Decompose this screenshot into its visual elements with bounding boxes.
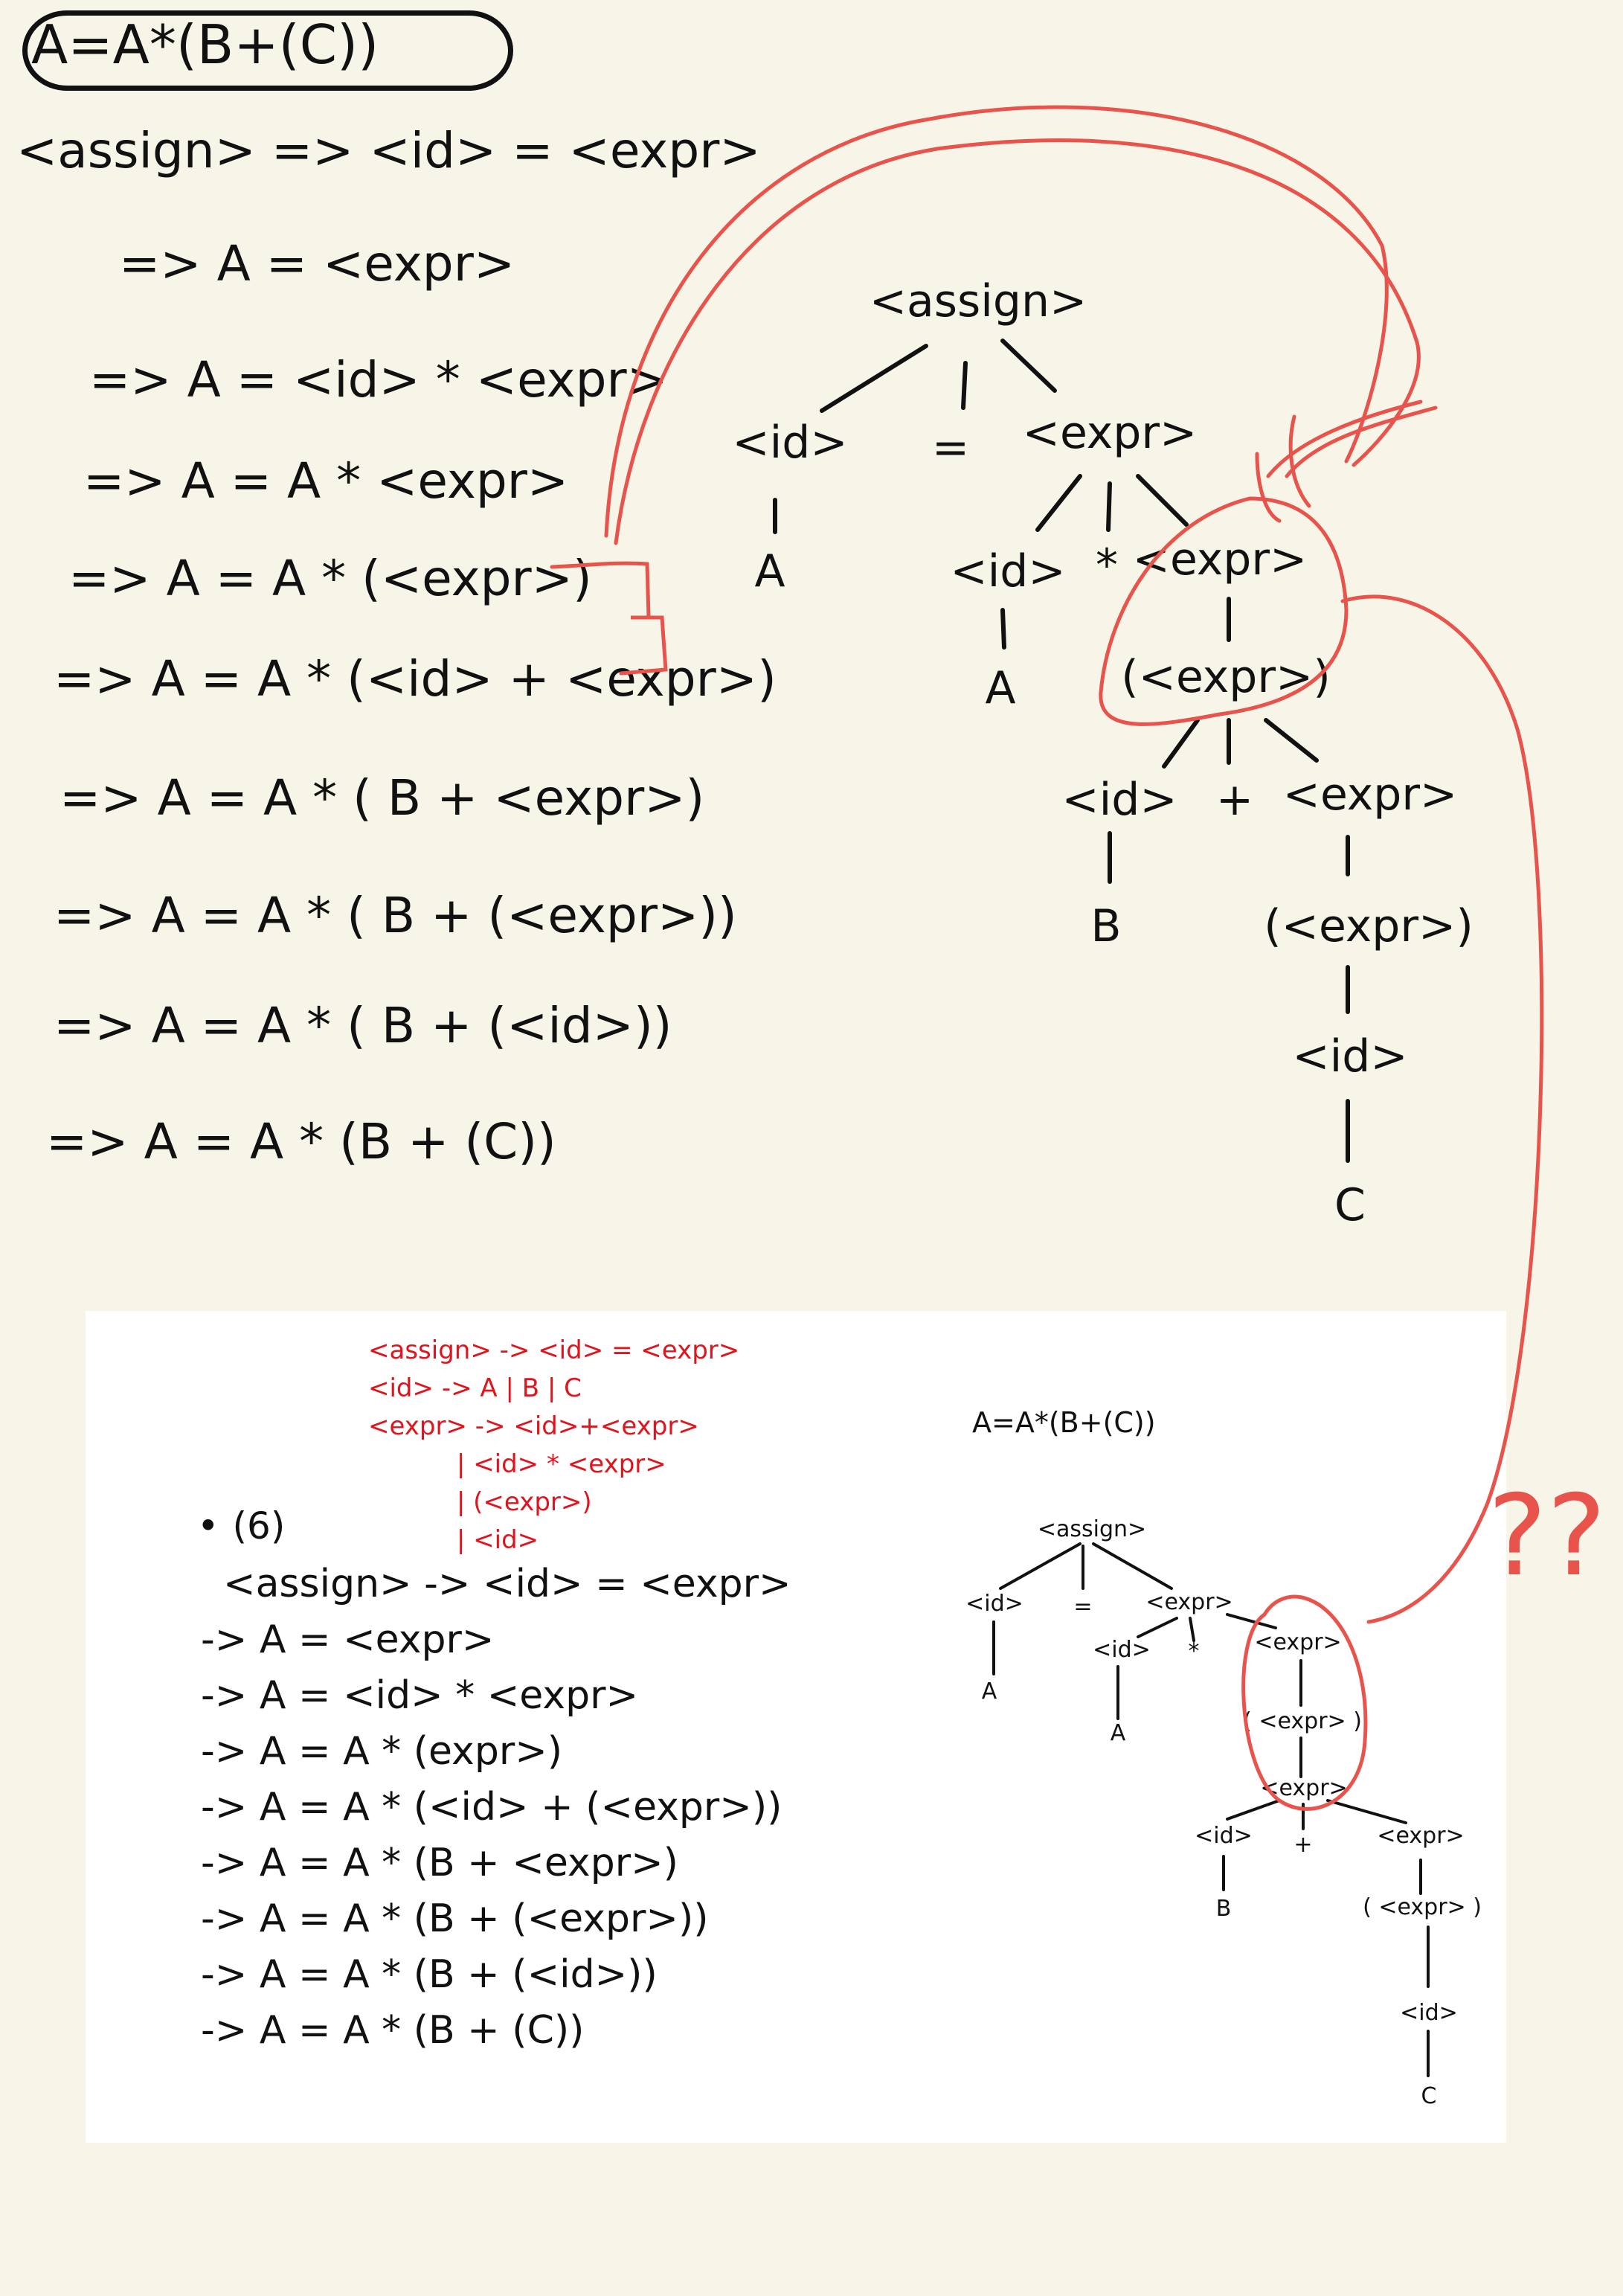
slide-tree-id4: <id> bbox=[1400, 2000, 1458, 2026]
slide-tree-id2: <id> bbox=[1093, 1637, 1151, 1663]
derivation-line: -> A = A * (expr>) bbox=[201, 1729, 563, 1774]
derivation-line: -> A = A * (B + (<id>)) bbox=[201, 1952, 658, 1997]
tree-node-paren-expr2: (<expr>) bbox=[1264, 900, 1473, 952]
problem-number: (6) bbox=[232, 1504, 286, 1548]
typed-derivation: <assign> -> <id> = <expr> -> A = <expr> ->… bbox=[201, 1556, 791, 2059]
handwritten-step-1: <assign> => <id> = <expr> bbox=[16, 122, 761, 179]
handwritten-title: A=A*(B+(C)) bbox=[31, 13, 379, 76]
handwritten-step-9: => A = A * ( B + (<id>)) bbox=[54, 997, 672, 1054]
slide-tree-assign: <assign> bbox=[1037, 1516, 1147, 1542]
handwritten-step-3: => A = <id> * <expr> bbox=[89, 351, 668, 408]
problem-heading: • (6) bbox=[197, 1504, 285, 1548]
slide-tree-star: * bbox=[1188, 1638, 1200, 1664]
derivation-line: <assign> -> <id> = <expr> bbox=[223, 1562, 791, 1606]
slide-tree-leaf-c: C bbox=[1421, 2083, 1437, 2109]
slide-tree-id3: <id> bbox=[1195, 1823, 1253, 1849]
grammar-rule: <id> -> A | B | C bbox=[368, 1373, 582, 1403]
tree-node-star: * bbox=[1096, 539, 1118, 591]
question-marks-annotation: ?? bbox=[1488, 1472, 1607, 1601]
pasted-slide: <assign> -> <id> = <expr> <id> -> A | B |… bbox=[86, 1311, 1506, 2143]
handwritten-step-7: => A = A * ( B + <expr>) bbox=[60, 769, 705, 827]
slide-tree-eq: = bbox=[1073, 1594, 1093, 1620]
tree-node-leaf-c: C bbox=[1334, 1179, 1366, 1231]
slide-tree-id: <id> bbox=[965, 1591, 1023, 1617]
slide-tree-leaf-a2: A bbox=[1110, 1720, 1126, 1746]
grammar-rule: | <id> bbox=[368, 1525, 539, 1555]
slide-tree-expr2: <expr> bbox=[1254, 1629, 1342, 1655]
slide-tree-title: A=A*(B+(C)) bbox=[972, 1406, 1156, 1439]
handwritten-step-4: => A = A * <expr> bbox=[83, 452, 569, 510]
title-circle-mark bbox=[22, 10, 513, 91]
slide-tree-plus: + bbox=[1293, 1832, 1313, 1858]
slide-tree-expr: <expr> bbox=[1145, 1589, 1233, 1615]
handwritten-step-10: => A = A * (B + (C)) bbox=[46, 1113, 556, 1170]
slide-tree-paren-expr2: ( <expr> ) bbox=[1363, 1894, 1482, 1920]
handwritten-step-6: => A = A * (<id> + <expr>) bbox=[54, 650, 777, 708]
derivation-line: -> A = A * (B + <expr>) bbox=[201, 1841, 678, 1885]
slide-tree-expr4: <expr> bbox=[1377, 1823, 1465, 1849]
tree-node-id: <id> bbox=[732, 417, 848, 469]
derivation-line: -> A = A * (<id> + (<expr>)) bbox=[201, 1785, 782, 1830]
bullet-mark: • bbox=[197, 1504, 219, 1548]
tree-node-assign: <assign> bbox=[869, 275, 1087, 327]
tree-node-expr2: <expr> bbox=[1132, 533, 1308, 586]
handwritten-step-8: => A = A * ( B + (<expr>)) bbox=[54, 887, 737, 944]
slide-tree-leaf-b: B bbox=[1215, 1896, 1232, 1922]
derivation-line: -> A = A * (B + (C)) bbox=[201, 2008, 585, 2053]
tree-node-expr: <expr> bbox=[1022, 407, 1198, 459]
handwritten-step-2: => A = <expr> bbox=[119, 235, 515, 292]
grammar-rule: <assign> -> <id> = <expr> bbox=[368, 1335, 740, 1365]
tree-node-id2: <id> bbox=[950, 545, 1066, 597]
red-annotations bbox=[550, 105, 1544, 1811]
tree-node-id4: <id> bbox=[1292, 1030, 1408, 1083]
slide-tree-edges bbox=[992, 1542, 1430, 2077]
grammar-rules: <assign> -> <id> = <expr> <id> -> A | B |… bbox=[368, 1332, 739, 1559]
tree-node-leaf-a: A bbox=[754, 545, 785, 597]
tree-node-leaf-b: B bbox=[1090, 900, 1122, 952]
tree-node-leaf-a2: A bbox=[985, 662, 1016, 714]
tree-node-eq: = bbox=[931, 422, 970, 474]
grammar-rule: | <id> * <expr> bbox=[368, 1449, 666, 1479]
derivation-line: -> A = <expr> bbox=[201, 1617, 495, 1662]
tree-node-id3: <id> bbox=[1061, 774, 1177, 826]
derivation-line: -> A = A * (B + (<expr>)) bbox=[201, 1896, 709, 1941]
tree-node-plus: + bbox=[1215, 774, 1254, 826]
tree-node-expr3: <expr> bbox=[1282, 769, 1458, 821]
handwritten-tree-edges bbox=[773, 339, 1350, 1163]
grammar-rule: <expr> -> <id>+<expr> bbox=[368, 1411, 699, 1441]
slide-tree-leaf-a: A bbox=[981, 1678, 997, 1705]
grammar-rule: | (<expr>) bbox=[368, 1487, 592, 1517]
handwritten-step-5: => A = A * (<expr>) bbox=[68, 550, 592, 607]
derivation-line: -> A = <id> * <expr> bbox=[201, 1673, 639, 1718]
